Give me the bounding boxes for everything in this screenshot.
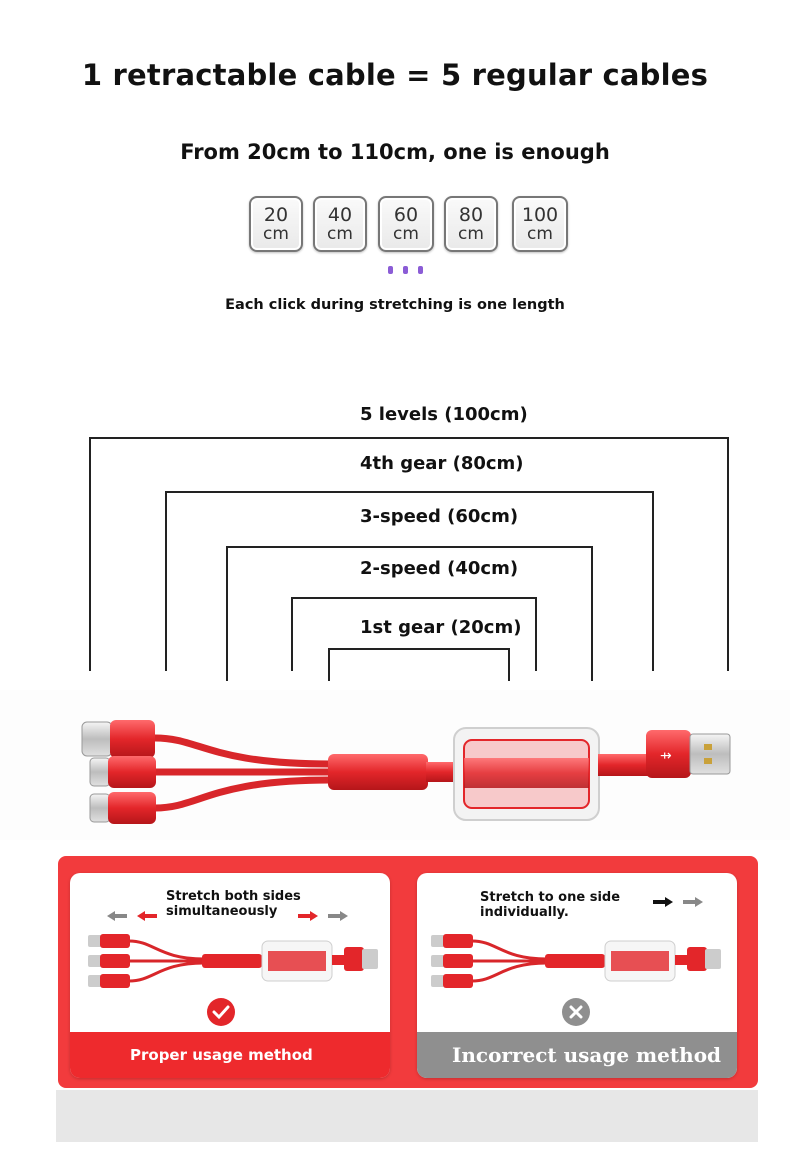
length-value: 100 [521,203,559,226]
click-note: Each click during stretching is one leng… [225,297,565,313]
length-unit: cm [527,223,553,244]
arrow-left-icon [107,911,157,921]
incorrect-usage-description: Stretch to one side individually. [480,890,621,920]
length-value: 20 [263,203,289,226]
length-button-100cm[interactable]: 100 cm [512,196,568,252]
length-unit: cm [393,223,419,244]
proper-usage-description: Stretch both sides simultaneously [166,889,301,919]
bracket-level-4 [165,491,654,671]
arrow-right-icon [653,897,703,907]
proper-usage-label: Proper usage method [130,1046,313,1064]
retractable-cable-icon: ⇸ [81,720,731,824]
proper-usage-footer: Proper usage method [70,1032,390,1078]
level-label-4: 4th gear (80cm) [360,453,524,474]
length-unit: cm [327,223,353,244]
length-button-40cm[interactable]: 40 cm [313,196,367,252]
bracket-level-5 [89,437,729,671]
svg-text:⇸: ⇸ [660,748,672,764]
small-cable-icon [431,934,721,988]
bracket-level-2 [291,597,537,671]
cross-icon [562,998,590,1026]
bracket-level-3 [226,546,593,681]
subheadline: From 20cm to 110cm, one is enough [180,140,610,164]
proper-usage-card: Stretch both sides simultaneously Pr [70,873,390,1078]
arrow-right-icon [298,911,348,921]
level-label-3: 3-speed (60cm) [360,506,519,527]
length-unit: cm [458,223,484,244]
length-value: 40 [327,203,353,226]
progress-dots-icon [388,266,428,274]
length-button-60cm[interactable]: 60 cm [378,196,434,252]
check-icon [207,998,235,1026]
incorrect-usage-label: Incorrect usage method [452,1043,722,1067]
incorrect-usage-card: Stretch to one side individually. In [417,873,737,1078]
length-button-20cm[interactable]: 20 cm [249,196,303,252]
usage-comparison-panel: Stretch both sides simultaneously Pr [58,856,758,1088]
length-button-80cm[interactable]: 80 cm [444,196,498,252]
incorrect-usage-footer: Incorrect usage method [417,1032,737,1078]
length-value: 80 [458,203,484,226]
bottom-grey-strip [56,1090,758,1142]
small-cable-icon [88,934,378,988]
length-button-row: 20 cm 40 cm 60 cm 80 cm 100 cm [0,196,790,252]
headline: 1 retractable cable = 5 regular cables [81,58,709,92]
level-label-1: 1st gear (20cm) [360,617,522,638]
length-value: 60 [393,203,419,226]
level-label-5: 5 levels (100cm) [360,404,528,425]
level-label-2: 2-speed (40cm) [360,558,519,579]
length-unit: cm [263,223,289,244]
bracket-level-1 [328,648,510,681]
